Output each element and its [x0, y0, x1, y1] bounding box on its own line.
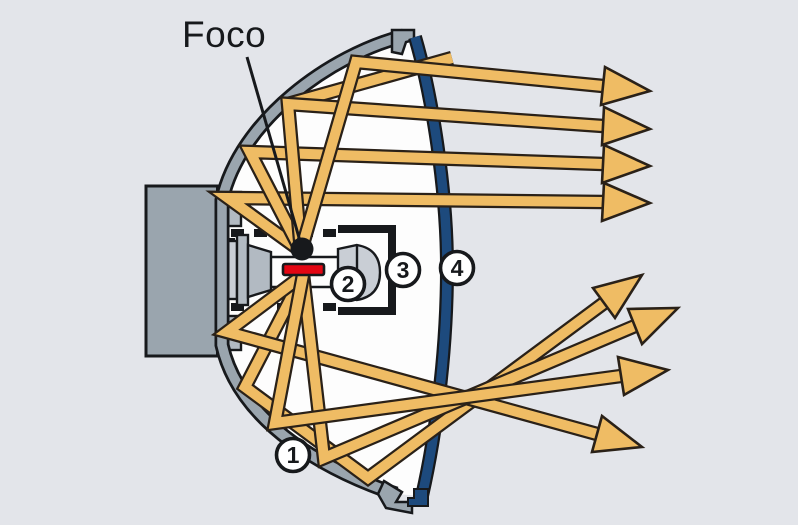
marker-1-label: 1: [287, 442, 300, 468]
reflector-rim-foot-bottom: [376, 479, 414, 515]
filament: [281, 262, 326, 277]
ray-upper-1: [296, 56, 604, 253]
ray-lower-up: [298, 274, 637, 466]
ray-lower-down-arrowhead: [590, 413, 646, 454]
ray-upper-4: [212, 192, 604, 256]
marker-2-label: 2: [342, 271, 355, 297]
ray-lower-steep-arrowhead: [590, 272, 645, 321]
marker-4-circle: [438, 249, 476, 287]
upper-ray-group: [205, 51, 654, 257]
marker-1: 1: [274, 436, 312, 474]
marker-3-circle: [384, 251, 422, 289]
ray-upper-2: [282, 98, 604, 252]
marker-2: 2: [329, 265, 367, 303]
focus-label: Foco: [182, 14, 266, 55]
focal-point-dot: [290, 237, 314, 261]
ray-lower-horizontal: [268, 274, 622, 429]
ray-upper-2-arrowhead: [600, 104, 654, 147]
focus-pointer-line: [245, 56, 304, 249]
marker-3-label: 3: [397, 257, 410, 283]
marker-2-circle: [329, 265, 367, 303]
ray-upper-3-arrowhead: [600, 143, 654, 185]
bulb-socket-ring-inner: [235, 233, 250, 307]
ray-upper-3: [241, 146, 604, 254]
lamp-housing: [144, 184, 228, 358]
ray-upper-4-arrowhead: [600, 181, 654, 223]
ray-upper-1-arrowhead: [599, 64, 654, 107]
lens-bottom-notch: [407, 488, 429, 507]
marker-3: 3: [384, 251, 422, 289]
bulb-base-cone: [246, 243, 273, 299]
marker-4-label: 4: [451, 255, 464, 281]
lower-ray-group: [210, 269, 682, 488]
ray-lower-horizontal-arrowhead: [616, 355, 672, 398]
marker-4: 4: [438, 249, 476, 287]
ray-lower-up-arrowhead: [626, 306, 682, 347]
marker-1-circle: [274, 436, 312, 474]
